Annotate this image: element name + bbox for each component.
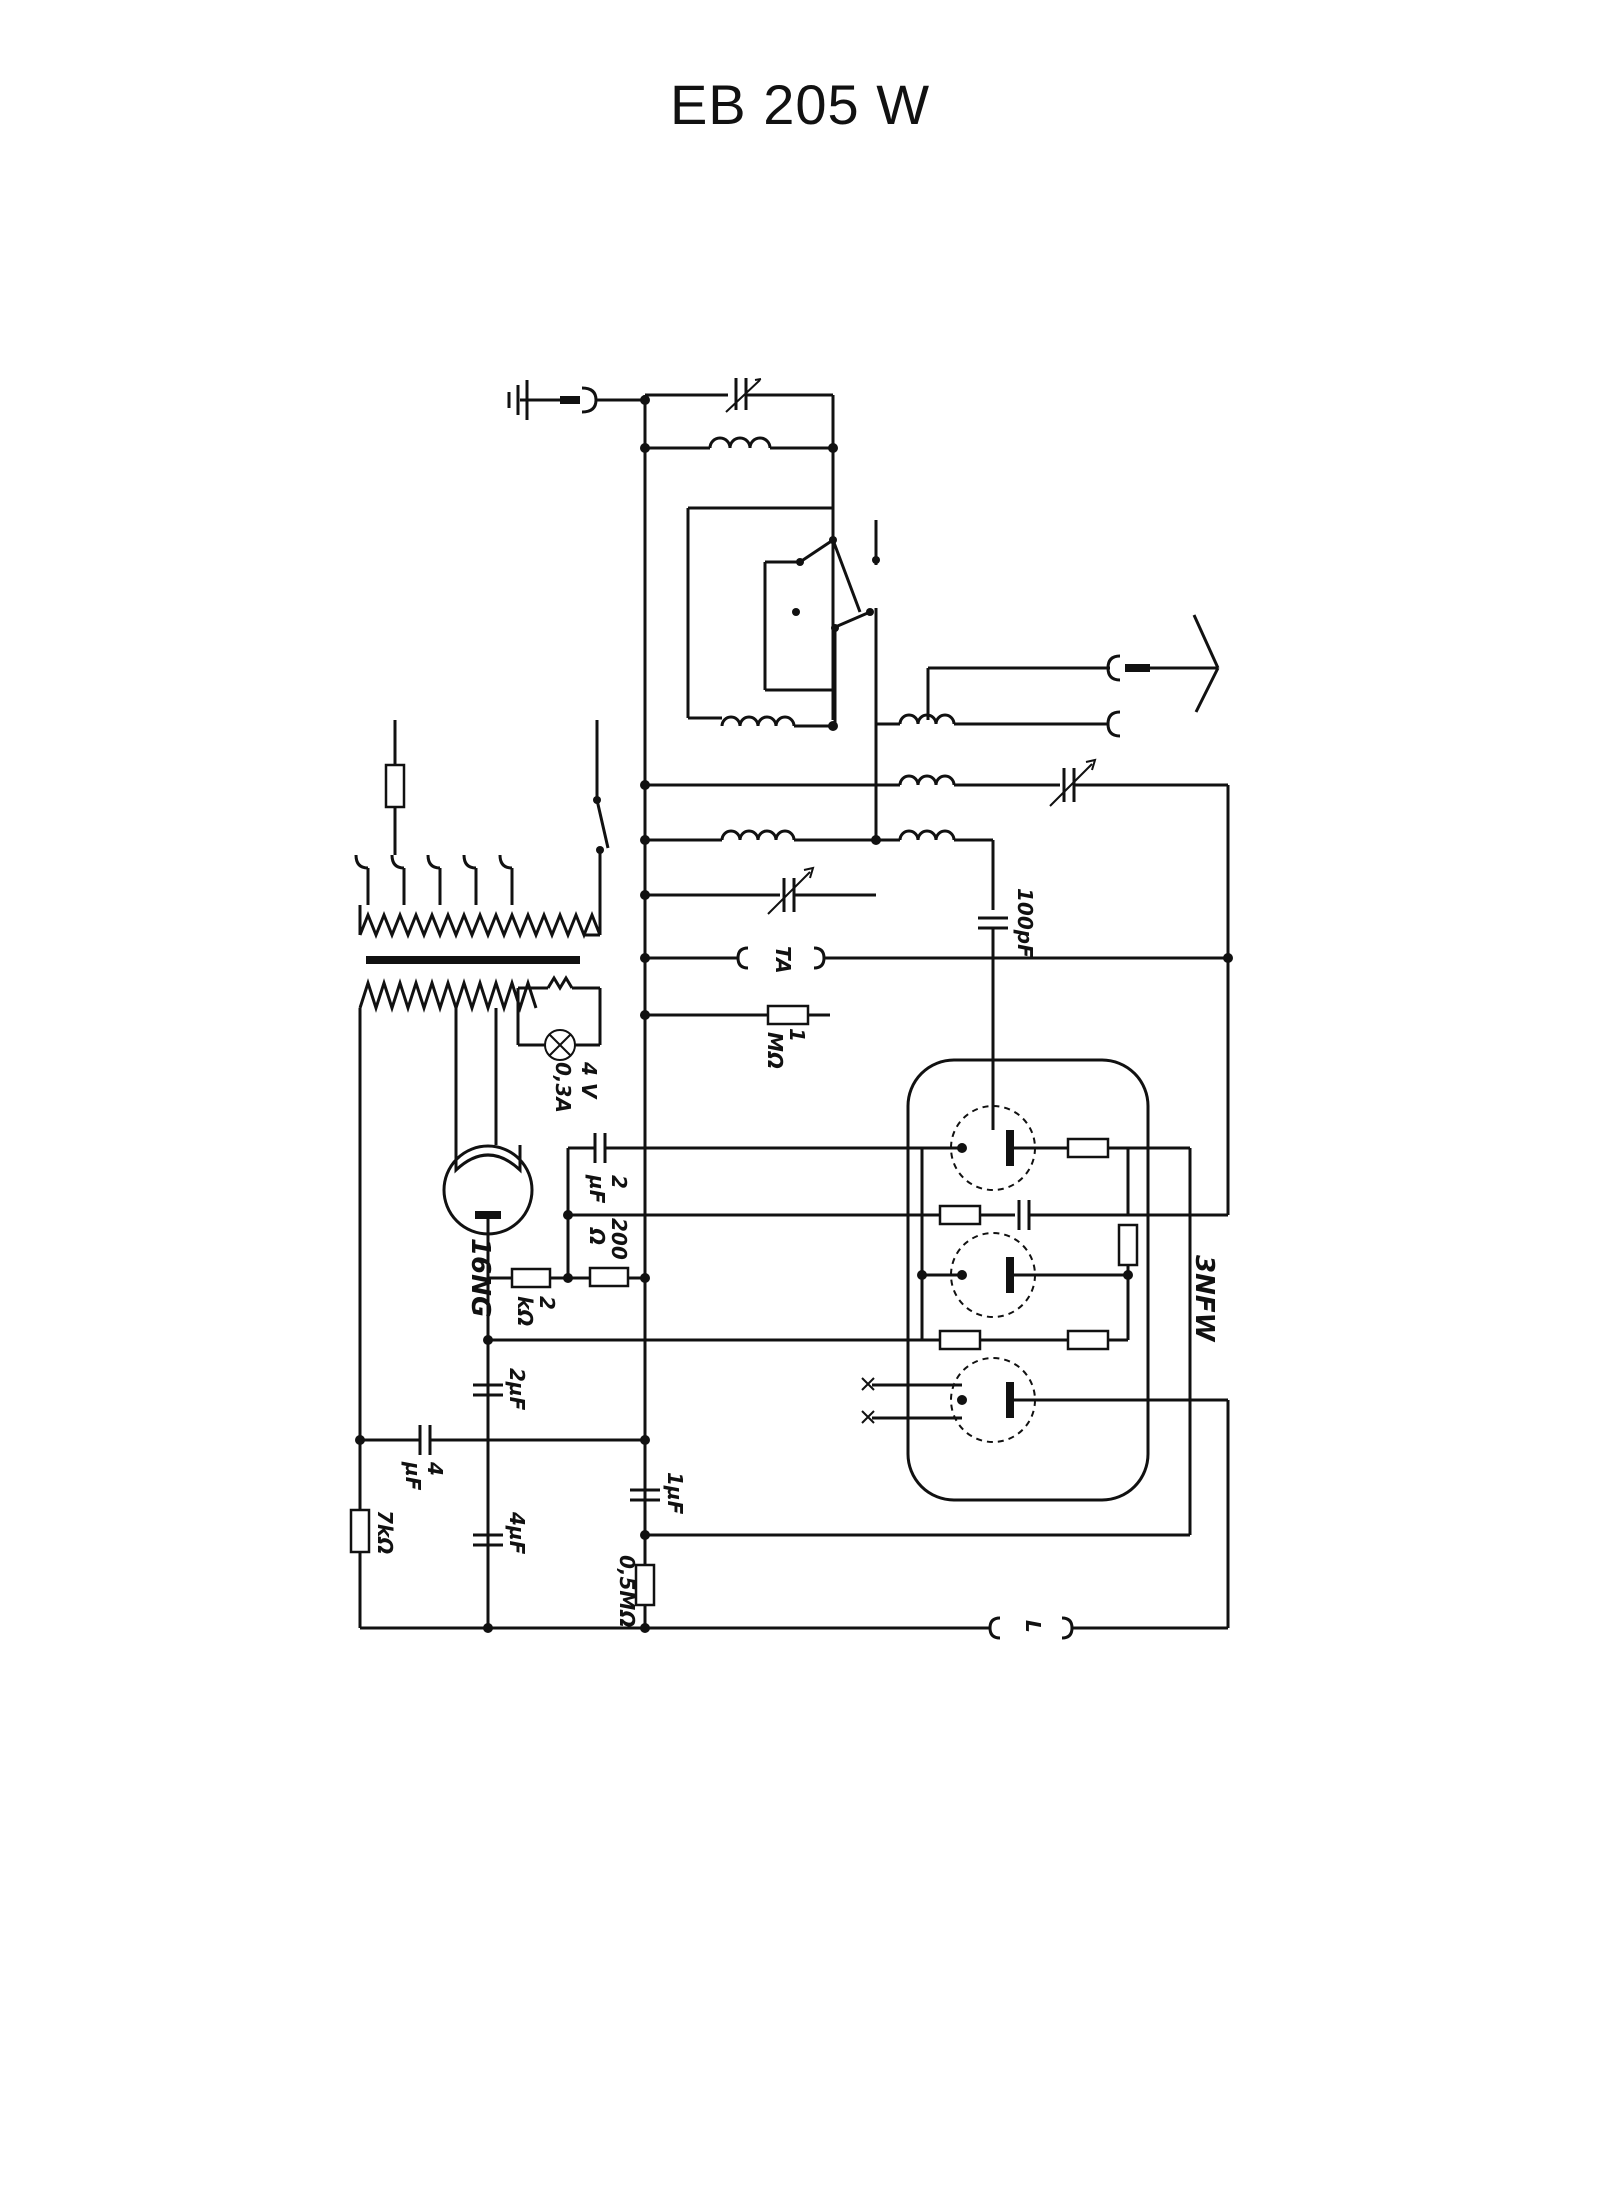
pilot-lamp-icon: [544, 1029, 576, 1061]
aerial-socket-icon: [1106, 654, 1150, 738]
transformer-primary-icon: [358, 905, 602, 940]
label-4uf-filter: 4µF: [505, 1511, 529, 1555]
coil-icon: [720, 715, 796, 727]
label-2uf-unit: µF: [585, 1174, 609, 1204]
aerial-icon: [1150, 614, 1220, 713]
capacitor-2uf-filter-icon: [473, 1383, 503, 1397]
resistor-1mohm-icon: [766, 1004, 810, 1026]
resistor-7kohm-icon: [349, 1508, 371, 1554]
label-loudspeaker: L: [1021, 1620, 1045, 1633]
variable-capacitor-icon: [1049, 758, 1097, 807]
internal-resistor-icon: [1066, 1329, 1110, 1351]
internal-resistor-icon: [1117, 1223, 1139, 1267]
coil-icon: [898, 829, 956, 841]
heater-terminals-icon: [861, 1377, 962, 1424]
label-200-unit: Ω: [585, 1227, 609, 1245]
resistor-05mohm-icon: [634, 1563, 656, 1607]
internal-resistor-icon: [938, 1204, 982, 1226]
label-1uf: 1µF: [663, 1472, 687, 1515]
ground-icon: [507, 380, 560, 420]
capacitor-4uf-filter-icon: [473, 1533, 503, 1547]
earth-socket-icon: [560, 386, 645, 414]
label-3nfw: 3NFW: [1189, 1255, 1219, 1343]
label-7kohm: 7kΩ: [373, 1510, 397, 1554]
label-2uf-filter: 2µF: [505, 1368, 529, 1411]
heater-winding-icon: [516, 975, 602, 1047]
label-1mohm-unit: MΩ: [763, 1032, 787, 1069]
label-lamp-voltage: 4 V: [577, 1061, 601, 1100]
fuse-icon: [384, 763, 406, 809]
label-2k-unit: kΩ: [513, 1296, 537, 1326]
voltage-selector-icon: [354, 854, 513, 870]
label-2k-value: 2: [535, 1296, 559, 1310]
capacitor-100pf-icon: [978, 916, 1008, 930]
coil-icon: [720, 829, 796, 841]
coil-icon: [898, 774, 956, 786]
page-title: EB 205 W: [669, 73, 931, 136]
tube-3nfw-envelope: [906, 1058, 1150, 1502]
variable-capacitor-icon: [767, 866, 815, 915]
capacitor-2uf-icon: [593, 1133, 607, 1163]
label-4uf-value: 4: [423, 1461, 447, 1476]
label-2uf-value: 2: [607, 1175, 631, 1189]
internal-resistor-icon: [938, 1329, 982, 1351]
mains-switch-icon: [593, 720, 610, 935]
internal-resistor-icon: [1066, 1137, 1110, 1159]
label-4uf-unit: µF: [401, 1461, 425, 1491]
resistor-200ohm-icon: [588, 1266, 630, 1288]
label-ta: TA: [771, 946, 795, 974]
label-05mohm: 0,5MΩ: [615, 1555, 639, 1627]
switch-icon: [792, 536, 880, 632]
capacitor-4uf-icon: [418, 1425, 432, 1455]
capacitor-1uf-icon: [630, 1488, 660, 1502]
junction-dots: [355, 395, 1233, 1633]
internal-capacitor-icon: [1017, 1200, 1031, 1230]
resistor-2kohm-icon: [510, 1267, 552, 1289]
label-lamp-current: 0,3A: [551, 1062, 575, 1113]
label-100pf: 100pF: [1013, 888, 1037, 958]
label-200-value: 200: [607, 1218, 631, 1260]
coil-icon: [708, 436, 772, 449]
coil-icon: [898, 713, 956, 725]
label-1mohm-value: 1: [785, 1028, 809, 1042]
